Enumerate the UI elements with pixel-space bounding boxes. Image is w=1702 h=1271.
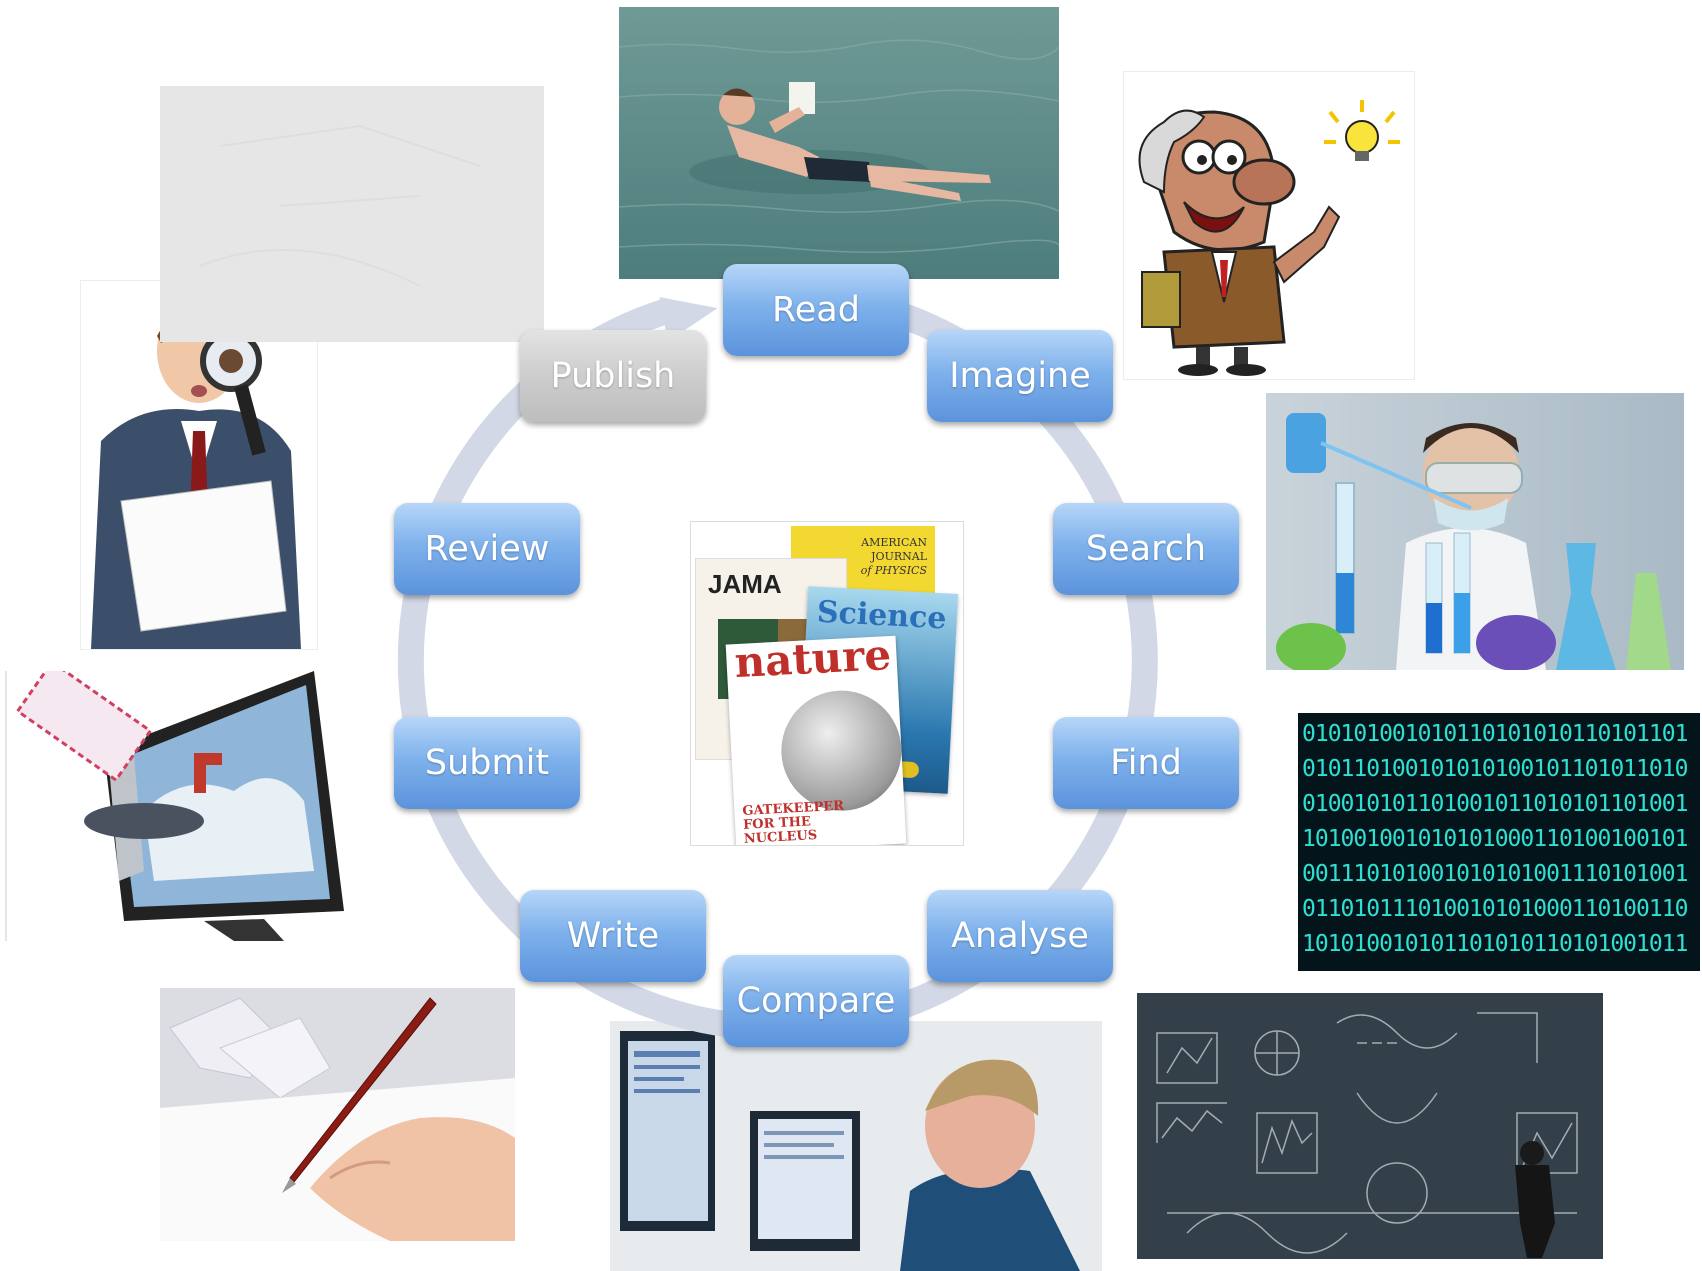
stage-imagine[interactable]: Imagine [927,330,1113,422]
nature-title: nature [733,629,893,688]
stage-label: Imagine [949,356,1091,396]
stage-label: Publish [550,356,676,396]
stage-label: Submit [424,743,550,783]
photo-binary-code: 010101001010110101010110101101 010110100… [1298,713,1700,971]
stage-label: Write [566,916,660,956]
binary-row: 010010101101001011010101101001 [1302,791,1688,817]
stage-compare[interactable]: Compare [723,955,909,1047]
stage-label: Analyse [951,916,1089,956]
photo-man-at-computer [610,1021,1102,1271]
photo-chalkboard-man [1137,993,1603,1259]
stage-search[interactable]: Search [1053,503,1239,595]
stage-label: Find [1110,743,1182,783]
binary-row: 010101001010110101010110101101 [1302,721,1688,747]
nature-headline-3: NUCLEUS [743,828,818,846]
stage-write[interactable]: Write [520,890,706,982]
photo-hand-writing [160,988,515,1241]
stage-review[interactable]: Review [394,503,580,595]
binary-row: 010110100101010100101101011010 [1302,756,1688,782]
stage-label: Compare [736,981,896,1021]
ajp-title-3: of PHYSICS [860,564,927,577]
jama-title: JAMA [708,569,782,599]
stage-label: Search [1085,529,1207,569]
photo-monitor-mailbox [4,671,344,941]
journal-collage: AMERICAN JOURNAL of PHYSICS JAMA Science… [690,521,964,846]
binary-row: 101001001010101000110100100101 [1302,826,1688,852]
stage-label: Review [424,529,550,569]
journal-nature: nature GATEKEEPER FOR THE NUCLEUS [725,630,907,846]
stage-submit[interactable]: Submit [394,717,580,809]
binary-row: 011010111010010101000110100110 [1302,896,1688,922]
stage-read[interactable]: Read [723,264,909,356]
nature-cover-sphere [778,687,905,814]
stage-publish[interactable]: Publish [520,330,706,422]
binary-row: 001110101001010101001110101001 [1302,861,1688,887]
photo-reading-in-sea [619,7,1059,279]
photo-publish-faded [160,86,544,342]
photo-cartoon-professor [1123,71,1415,380]
stage-find[interactable]: Find [1053,717,1239,809]
stage-analyse[interactable]: Analyse [927,890,1113,982]
binary-row: 101010010101101010110101001011 [1302,931,1688,957]
stage-label: Read [772,290,860,330]
ajp-title-1: AMERICAN [861,536,927,549]
ajp-title-2: JOURNAL [871,550,927,563]
photo-lab-scientist [1266,393,1684,670]
